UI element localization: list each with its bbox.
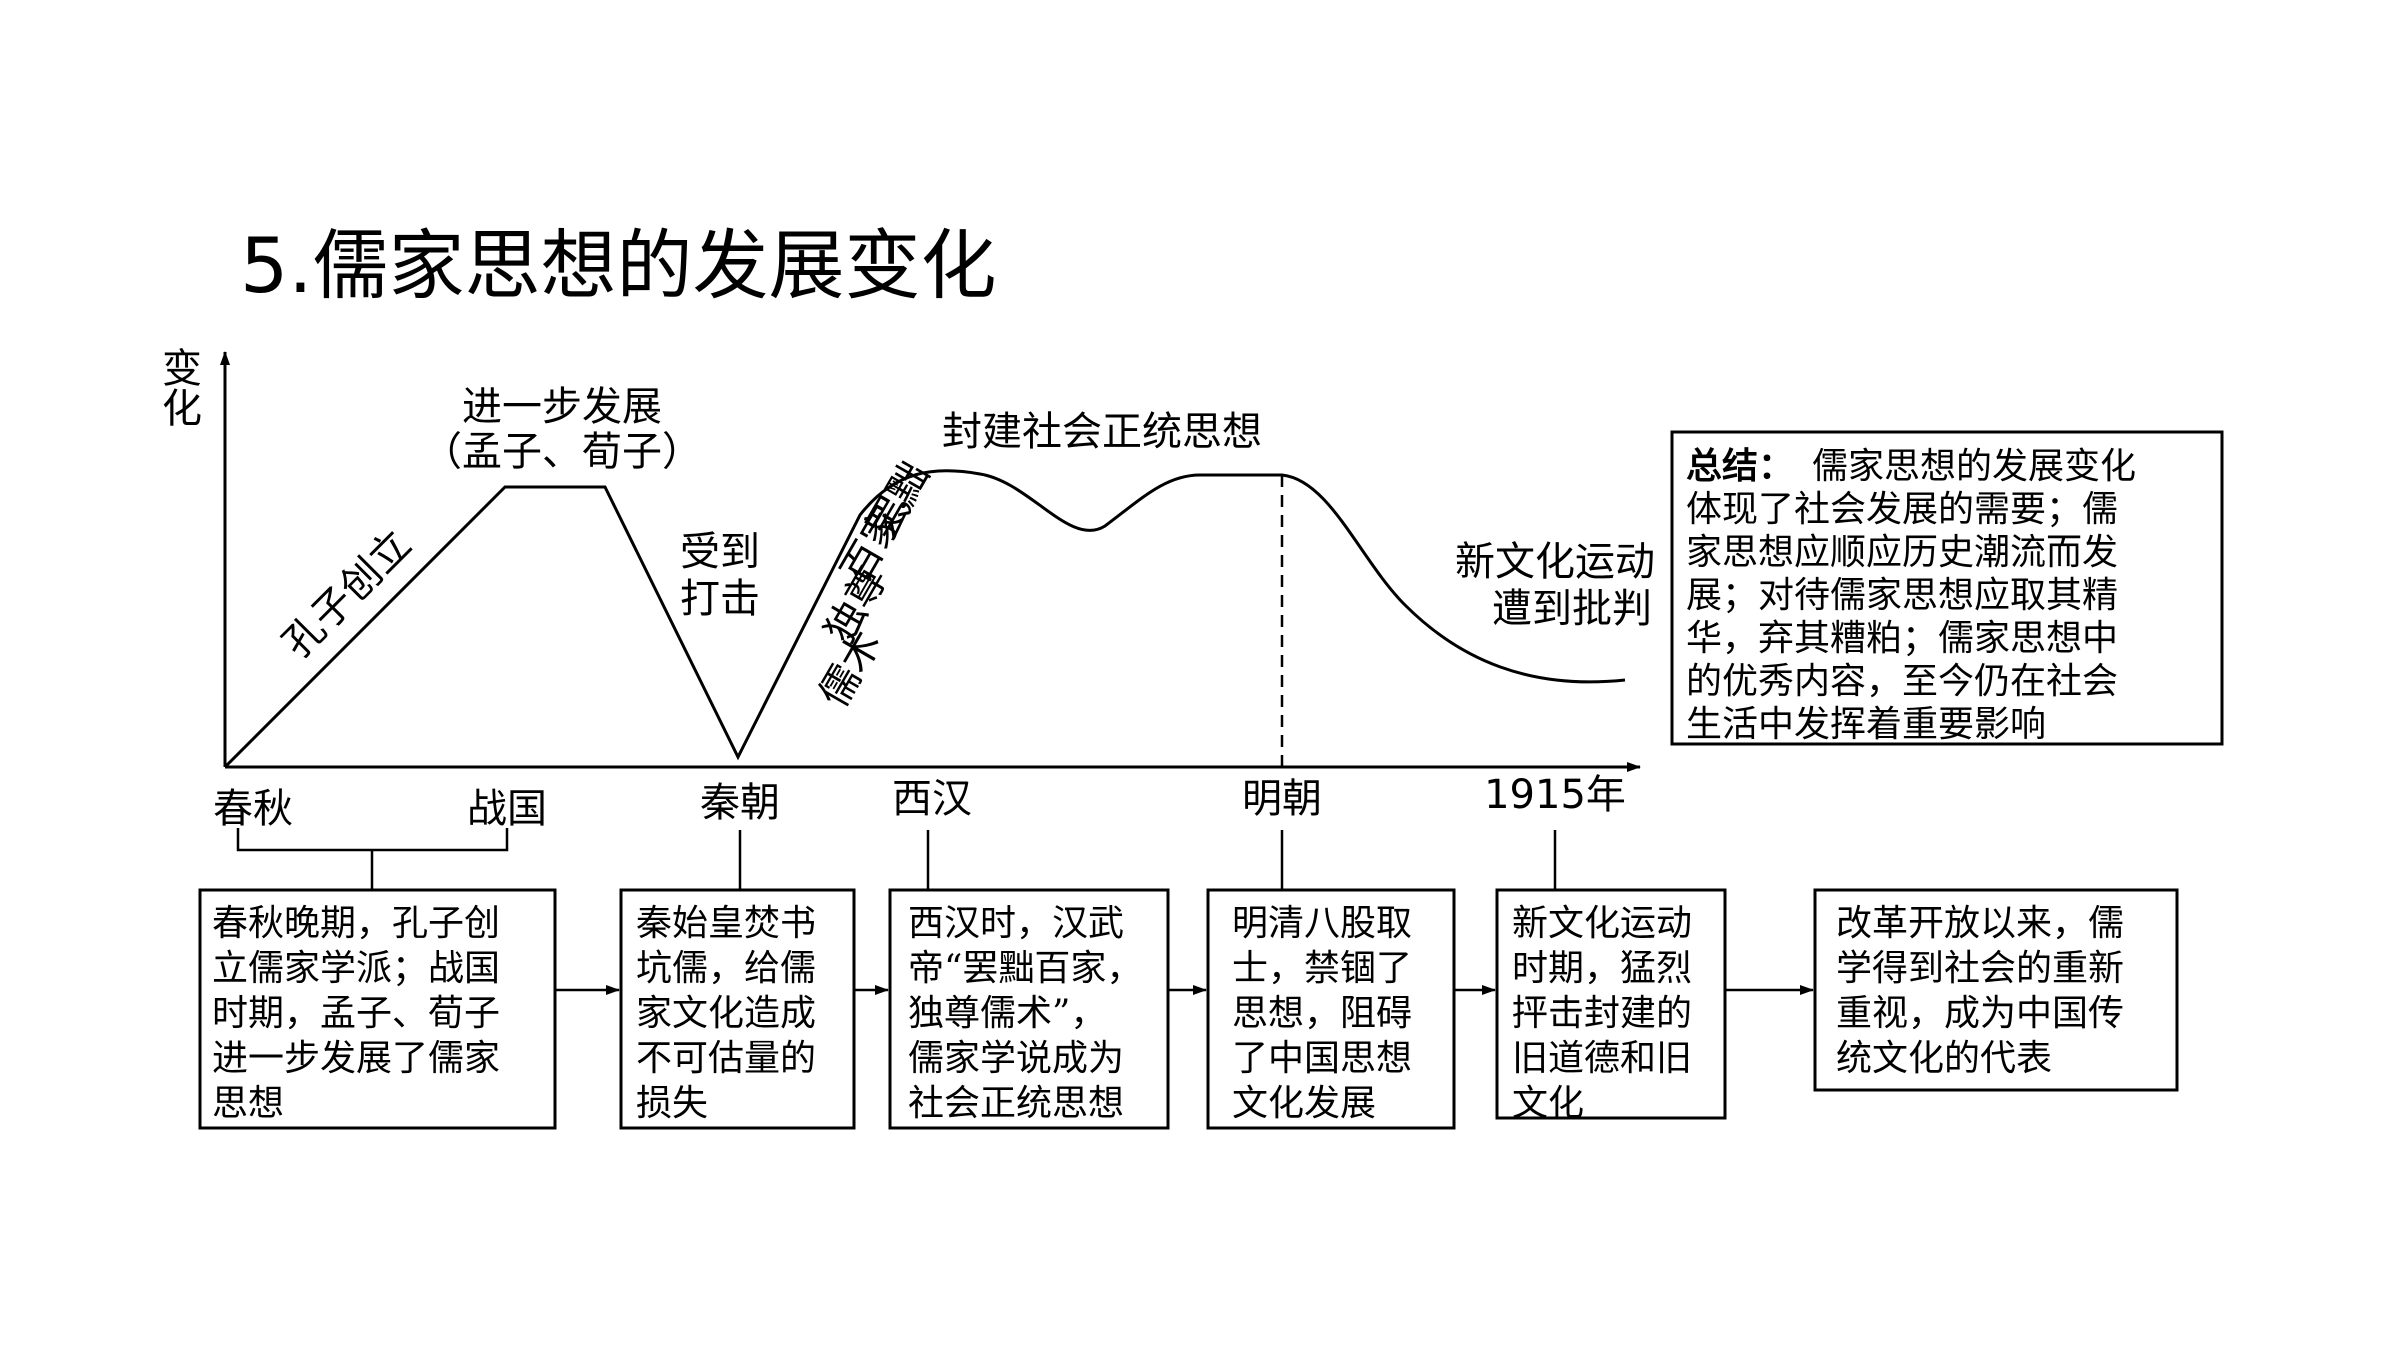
box-1-line-3: 时期，孟子、荀子 xyxy=(212,993,500,1034)
box-6-line-1: 改革开放以来，儒 xyxy=(1836,903,2124,944)
box-xihan xyxy=(888,888,1170,1130)
y-axis-label-char-1: 变 xyxy=(162,346,202,392)
label-zhengtong-sixiang: 封建社会正统思想 xyxy=(942,409,1262,455)
box-2-line-1: 秦始皇焚书 xyxy=(636,903,816,944)
box-4-line-4: 了中国思想 xyxy=(1232,1038,1412,1079)
box-gaige-kaifang xyxy=(1813,888,2179,1092)
summary-line-5: 华，弃其糟粕；儒家思想中 xyxy=(1686,618,2118,659)
summary-line-1: 儒家思想的发展变化 xyxy=(1812,446,2136,487)
label-xinwenhua-yundong: 新文化运动 xyxy=(1455,539,1655,585)
box-chunqiu-zhanguo xyxy=(198,888,557,1130)
box-1-line-4: 进一步发展了儒家 xyxy=(212,1038,500,1079)
page-title: 5.儒家思想的发展变化 xyxy=(240,221,997,310)
box-xinwenhua xyxy=(1495,888,1727,1120)
box-6-line-2: 学得到社会的重新 xyxy=(1836,948,2124,989)
summary-line-2: 体现了社会发展的需要；儒 xyxy=(1686,489,2118,530)
box-1-line-5: 思想 xyxy=(212,1083,284,1124)
box-6-line-3: 重视，成为中国传 xyxy=(1836,993,2124,1034)
box-mingqing xyxy=(1206,888,1456,1130)
box-qin xyxy=(619,888,856,1130)
summary-box xyxy=(1670,430,2224,746)
box-3-line-3: 独尊儒术”， xyxy=(908,993,1106,1034)
box-6-line-4: 统文化的代表 xyxy=(1836,1038,2052,1079)
box-2-line-4: 不可估量的 xyxy=(636,1038,816,1079)
bracket-chunqiu-zhanguo xyxy=(236,828,509,890)
box-3-line-4: 儒家学说成为 xyxy=(908,1038,1124,1079)
timeline-1915: 1915年 xyxy=(1484,772,1626,818)
box-5-line-5: 文化 xyxy=(1512,1083,1584,1124)
box-5-line-4: 旧道德和旧 xyxy=(1512,1038,1692,1079)
box-4-line-5: 文化发展 xyxy=(1232,1083,1376,1124)
summary-line-4: 展；对待儒家思想应取其精 xyxy=(1686,575,2118,616)
summary-line-7: 生活中发挥着重要影响 xyxy=(1686,704,2046,745)
box-5-line-1: 新文化运动 xyxy=(1512,903,1692,944)
box-4-line-3: 思想，阻碍 xyxy=(1232,993,1412,1034)
summary-line-6: 的优秀内容，至今仍在社会 xyxy=(1686,661,2118,702)
timeline-qinchao: 秦朝 xyxy=(700,780,780,826)
timeline-chunqiu: 春秋 xyxy=(213,786,293,832)
label-shoudao: 受到 xyxy=(680,529,760,575)
development-curve xyxy=(223,469,1626,769)
timeline-mingchao: 明朝 xyxy=(1242,776,1322,822)
box-3-line-2: 帝“罢黜百家， xyxy=(908,948,1142,989)
box-5-line-3: 抨击封建的 xyxy=(1512,993,1692,1034)
box-2-line-5: 损失 xyxy=(636,1083,708,1124)
timeline-xihan: 西汉 xyxy=(892,776,972,822)
label-jinyibu-fazhan: 进一步发展 xyxy=(462,384,662,430)
box-2-line-3: 家文化造成 xyxy=(636,993,816,1034)
summary-label: 总结： xyxy=(1686,445,1794,487)
summary-line-3: 家思想应顺应历史潮流而发 xyxy=(1686,532,2118,573)
label-mengzi-xunzi: （孟子、荀子） xyxy=(422,429,702,475)
label-baijia: 百家， xyxy=(833,464,933,591)
box-4-line-2: 士，禁锢了 xyxy=(1232,948,1412,989)
label-daji: 打击 xyxy=(680,576,760,622)
box-2-line-2: 坑儒，给儒 xyxy=(636,948,816,989)
timeline-zhanguo: 战国 xyxy=(467,786,547,832)
box-1-line-1: 春秋晚期，孔子创 xyxy=(212,903,500,944)
label-rushu: 儒术 xyxy=(811,623,891,715)
box-4-line-1: 明清八股取 xyxy=(1232,903,1412,944)
box-3-line-1: 西汉时，汉武 xyxy=(908,903,1124,944)
box-1-line-2: 立儒家学派；战国 xyxy=(212,948,500,989)
y-axis-label-char-2: 化 xyxy=(162,386,202,432)
label-zaodao-pipan: 遭到批判 xyxy=(1492,586,1652,632)
box-3-line-5: 社会正统思想 xyxy=(908,1083,1124,1124)
box-5-line-2: 时期，猛烈 xyxy=(1512,948,1692,989)
